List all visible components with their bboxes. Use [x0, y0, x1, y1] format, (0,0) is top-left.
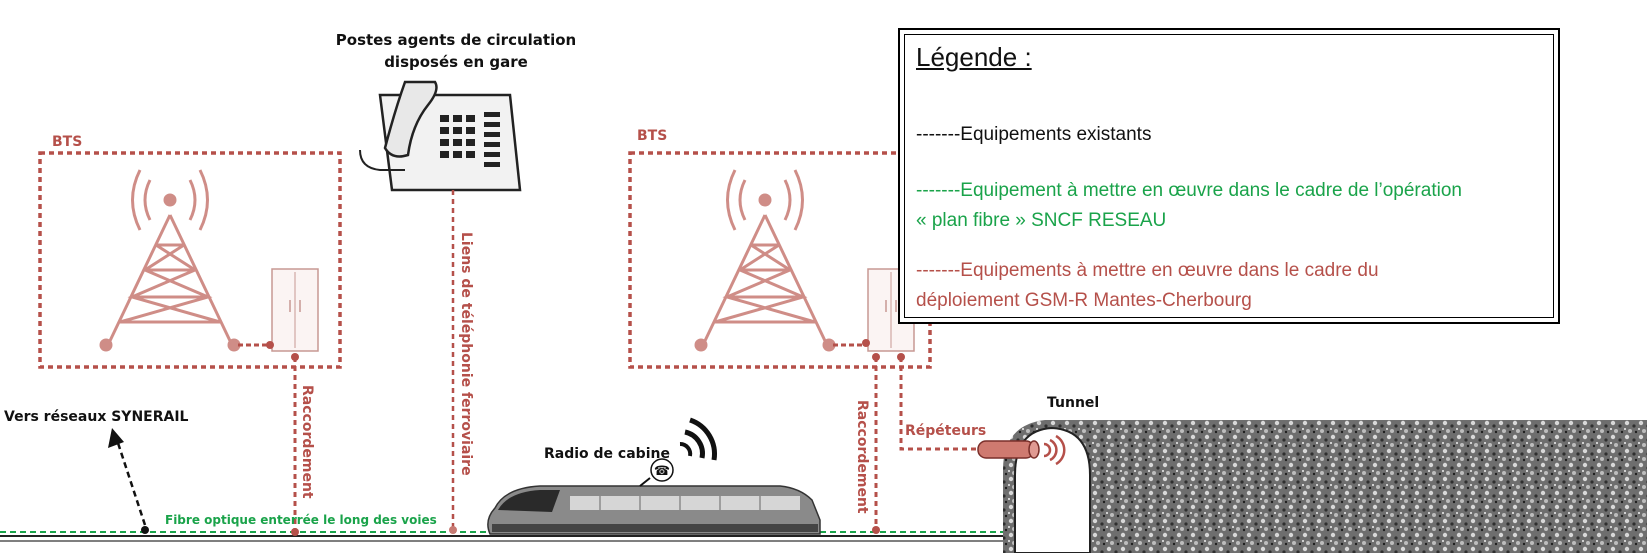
legend-gsmr: -------Equipements à mettre en œuvre dan… — [916, 256, 1379, 316]
bts-right-label: BTS — [637, 128, 667, 144]
cabinet-left-icon — [271, 268, 319, 352]
repeater-link-line — [899, 357, 976, 451]
phone-link-label: Liens de téléphonie ferroviaire — [458, 232, 474, 476]
legend-existing: -------Equipements existants — [916, 124, 1152, 145]
raccord-left-label: Raccordement — [299, 385, 315, 499]
repeteurs-label: Répéteurs — [905, 423, 986, 439]
tunnel-icon — [1003, 420, 1647, 553]
synerail-arrow — [115, 439, 147, 526]
svg-text:☎: ☎ — [654, 464, 670, 479]
fibre-label: Fibre optique enterrée le long des voies — [165, 513, 437, 527]
synerail-label: Vers réseaux SYNERAIL — [4, 409, 189, 425]
raccord-right-label: Raccordement — [854, 400, 870, 514]
legend-fibre-line2: « plan fibre » SNCF RESEAU — [916, 210, 1167, 231]
legend-title: Légende : — [916, 42, 1032, 72]
cab-radio-icon: ☎ — [639, 417, 717, 487]
legend-gsmr-line2: déploiement GSM-R Mantes-Cherbourg — [916, 290, 1252, 311]
phone-title-line2: disposés en gare — [384, 53, 528, 71]
legend-inner-frame — [904, 34, 1554, 318]
radio-label: Radio de cabine — [544, 446, 670, 462]
train-icon — [487, 485, 821, 535]
legend-box: Légende : -------Equipements existants -… — [898, 28, 1560, 324]
bts-left-frame — [38, 151, 342, 369]
bts-left-label: BTS — [52, 134, 82, 150]
telephone-icon — [359, 80, 522, 192]
repeater-icon — [977, 434, 1066, 466]
legend-gsmr-line1: -------Equipements à mettre en œuvre dan… — [916, 260, 1379, 281]
phone-title-line1: Postes agents de circulation — [336, 31, 576, 49]
tunnel-label: Tunnel — [1047, 395, 1099, 411]
legend-fibre: -------Equipement à mettre en œuvre dans… — [916, 176, 1462, 236]
tower-left-icon — [99, 169, 241, 352]
tower-right-icon — [694, 169, 836, 352]
legend-fibre-line1: -------Equipement à mettre en œuvre dans… — [916, 180, 1462, 201]
